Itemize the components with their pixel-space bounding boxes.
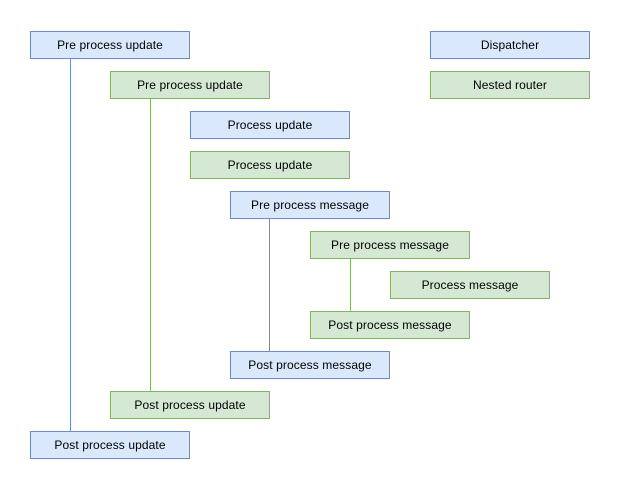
step-node-label: Pre process update [137, 77, 243, 92]
step-node-label: Post process update [134, 397, 246, 412]
step-node-label: Post process message [328, 317, 452, 332]
step-node-label: Post process message [248, 357, 372, 372]
step-node-label: Process message [421, 277, 519, 292]
step-node-label: Process update [227, 157, 313, 172]
step-node-pre-process-update-0[interactable]: Pre process update [30, 31, 190, 59]
legend-item-dispatcher[interactable]: Dispatcher [430, 31, 590, 59]
step-node-label: Pre process message [331, 237, 449, 252]
step-node-process-update-2[interactable]: Process update [190, 111, 350, 139]
connector-router-message-span [350, 259, 351, 311]
step-node-process-message-6[interactable]: Process message [390, 271, 550, 299]
step-node-process-update-3[interactable]: Process update [190, 151, 350, 179]
step-node-label: Pre process message [251, 197, 369, 212]
legend-item-label: Nested router [472, 77, 547, 92]
connector-dispatcher-message-span [269, 219, 270, 351]
step-node-pre-process-message-4[interactable]: Pre process message [230, 191, 390, 219]
connector-router-update-span [150, 99, 151, 391]
step-node-label: Pre process update [57, 37, 163, 52]
legend-item-label: Dispatcher [480, 37, 540, 52]
step-node-label: Post process update [54, 437, 166, 452]
step-node-post-process-update-9[interactable]: Post process update [110, 391, 270, 419]
step-node-post-process-message-7[interactable]: Post process message [310, 311, 470, 339]
step-node-post-process-message-8[interactable]: Post process message [230, 351, 390, 379]
step-node-pre-process-message-5[interactable]: Pre process message [310, 231, 470, 259]
step-node-label: Process update [227, 117, 313, 132]
legend-item-nested-router[interactable]: Nested router [430, 71, 590, 99]
step-node-post-process-update-10[interactable]: Post process update [30, 431, 190, 459]
step-node-pre-process-update-1[interactable]: Pre process update [110, 71, 270, 99]
connector-dispatcher-update-span [70, 59, 71, 431]
